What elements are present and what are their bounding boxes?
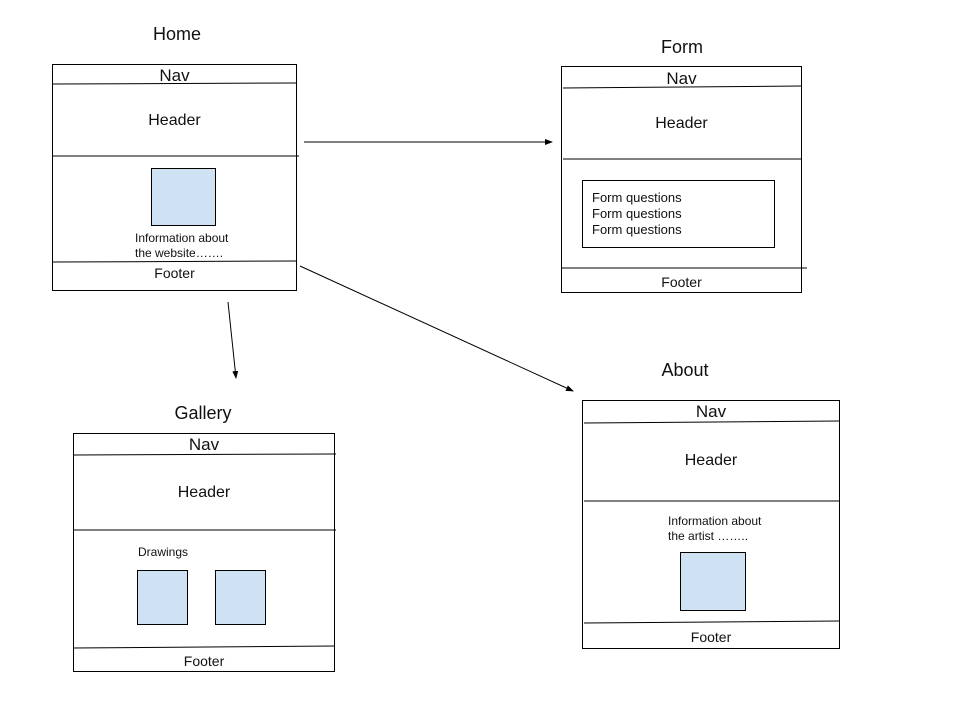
form-page-title: Form xyxy=(661,37,703,57)
about-nav-divider xyxy=(583,420,841,424)
about-header-label: Header xyxy=(684,452,738,469)
form-header-label: Header xyxy=(655,115,708,132)
home-footer-label: Footer xyxy=(154,265,195,281)
arrow-home-to-about xyxy=(299,265,574,392)
form-nav-label: Nav xyxy=(666,69,697,88)
home-page-title: Home xyxy=(152,24,202,44)
gallery-page-wireframe: Nav Header Drawings Footer xyxy=(72,433,337,672)
form-question-3: Form questions xyxy=(592,222,682,237)
gallery-footer-label: Footer xyxy=(183,653,225,669)
home-info-line-1: Information about xyxy=(135,231,229,245)
home-info-text: Information about the website……. xyxy=(135,231,228,261)
home-nav-label: Nav xyxy=(159,66,190,85)
home-info-line-2: the website……. xyxy=(135,246,224,260)
gallery-drawing-placeholder-2 xyxy=(215,570,266,625)
about-section-dividers xyxy=(583,420,841,624)
home-section-dividers xyxy=(51,82,299,263)
home-image-placeholder xyxy=(151,168,216,226)
arrow-home-to-gallery xyxy=(227,301,239,379)
gallery-section-dividers xyxy=(72,453,337,649)
form-question-2: Form questions xyxy=(592,206,682,221)
form-section-dividers xyxy=(561,85,807,269)
gallery-drawing-placeholder-1 xyxy=(137,570,188,625)
about-image-placeholder xyxy=(680,552,746,611)
gallery-page-title: Gallery xyxy=(174,403,232,423)
about-footer-label: Footer xyxy=(690,629,732,645)
form-footer-label: Footer xyxy=(661,274,702,290)
home-nav-divider xyxy=(51,82,298,85)
form-questions-box: Form questions Form questions Form quest… xyxy=(582,180,775,248)
form-nav-divider xyxy=(562,85,803,89)
gallery-nav-divider xyxy=(72,453,337,456)
home-footer-divider xyxy=(51,260,298,263)
about-info-line-2: the artist …….. xyxy=(668,529,749,543)
about-info-text: Information about the artist …….. xyxy=(668,514,761,544)
home-header-label: Header xyxy=(148,112,201,129)
about-page-title: About xyxy=(661,360,709,380)
about-nav-label: Nav xyxy=(695,402,727,421)
gallery-nav-label: Nav xyxy=(188,435,220,454)
home-page-wireframe: Nav Header Information about the website… xyxy=(51,64,299,291)
form-page-wireframe: Nav Header Form questions Form questions… xyxy=(561,66,807,293)
gallery-drawings-label: Drawings xyxy=(138,545,189,559)
form-question-1: Form questions xyxy=(592,190,682,205)
gallery-header-label: Header xyxy=(177,484,231,501)
about-page-wireframe: Nav Header Information about the artist … xyxy=(582,400,841,649)
about-footer-divider xyxy=(583,620,841,624)
about-info-line-1: Information about xyxy=(668,514,762,528)
gallery-footer-divider xyxy=(72,645,336,649)
